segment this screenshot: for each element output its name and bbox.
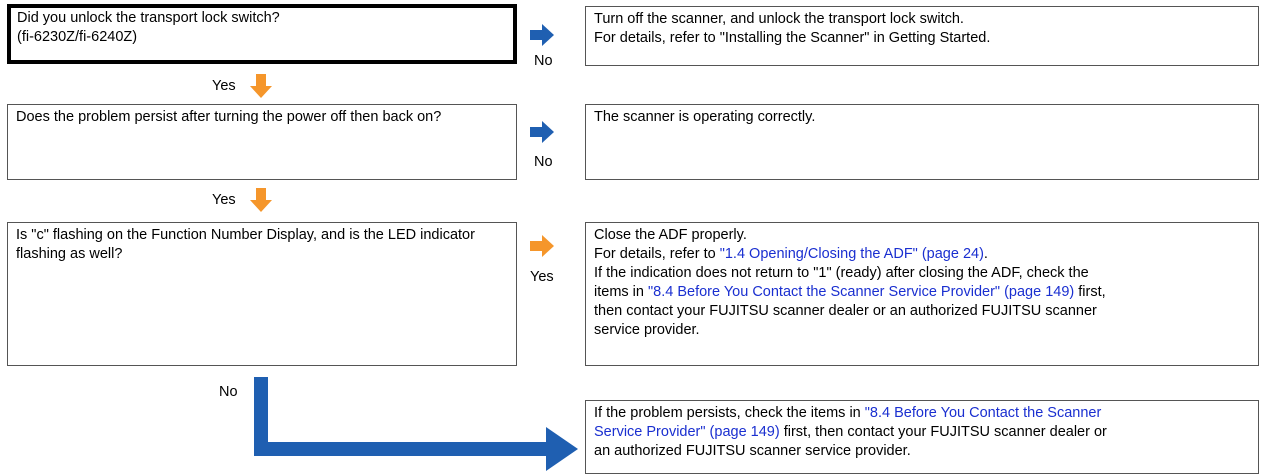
l-shaped-arrow [254, 377, 578, 471]
down-arrow-icon [250, 188, 272, 212]
before-you-contact-link[interactable]: "8.4 Before You Contact the Scanner Serv… [648, 284, 1075, 300]
answer-3-no-line-2: Service Provider" (page 149) first, then… [594, 423, 1250, 442]
no-label: No [219, 384, 238, 400]
no-label: No [534, 53, 553, 69]
answer-3-line-2-prefix: For details, refer to [594, 246, 720, 262]
before-you-contact-link[interactable]: "8.4 Before You Contact the Scanner [864, 405, 1102, 421]
answer-3-line-2: For details, refer to "1.4 Opening/Closi… [594, 245, 1250, 264]
answer-1-line-2: For details, refer to "Installing the Sc… [594, 30, 991, 46]
answer-3-line-4-suffix: first, [1074, 284, 1106, 300]
question-2-box: Does the problem persist after turning t… [7, 104, 517, 180]
right-arrow-icon [530, 235, 554, 257]
answer-3-no-box: If the problem persists, check the items… [585, 400, 1259, 474]
answer-3-line-2-suffix: . [983, 246, 988, 262]
answer-3-line-4: items in "8.4 Before You Contact the Sca… [594, 283, 1250, 302]
answer-3-line-3: If the indication does not return to "1"… [594, 265, 1089, 281]
yes-label: Yes [212, 78, 236, 94]
question-3-box: Is "c" flashing on the Function Number D… [7, 222, 517, 366]
answer-3-no-line-2-suffix: first, then contact your FUJITSU scanner… [779, 424, 1107, 440]
answer-3-line-1: Close the ADF properly. [594, 227, 747, 243]
answer-2-text: The scanner is operating correctly. [594, 109, 816, 125]
answer-3-no-line-1: If the problem persists, check the items… [594, 404, 1250, 423]
answer-3-no-line-3: an authorized FUJITSU scanner service pr… [594, 443, 911, 459]
answer-3-line-4-prefix: items in [594, 284, 648, 300]
question-2-text: Does the problem persist after turning t… [16, 109, 442, 125]
right-arrow-icon [530, 24, 554, 46]
answer-3-line-6: service provider. [594, 322, 700, 338]
answer-3-yes-box: Close the ADF properly. For details, ref… [585, 222, 1259, 366]
question-1-line-1: Did you unlock the transport lock switch… [17, 10, 280, 26]
yes-label: Yes [530, 269, 554, 285]
answer-3-no-line-1-prefix: If the problem persists, check the items… [594, 405, 865, 421]
answer-1-line-1: Turn off the scanner, and unlock the tra… [594, 11, 964, 27]
question-1-line-2: (fi-6230Z/fi-6240Z) [17, 29, 138, 45]
no-label: No [534, 154, 553, 170]
question-1-box: Did you unlock the transport lock switch… [7, 4, 517, 64]
answer-2-no-box: The scanner is operating correctly. [585, 104, 1259, 180]
yes-label: Yes [212, 192, 236, 208]
right-arrow-icon [530, 121, 554, 143]
answer-1-no-box: Turn off the scanner, and unlock the tra… [585, 6, 1259, 66]
down-arrow-icon [250, 74, 272, 98]
before-you-contact-link[interactable]: Service Provider" (page 149) [594, 424, 780, 440]
answer-3-line-5: then contact your FUJITSU scanner dealer… [594, 303, 1097, 319]
opening-closing-adf-link[interactable]: "1.4 Opening/Closing the ADF" (page 24) [719, 246, 984, 262]
question-3-text: Is "c" flashing on the Function Number D… [16, 227, 475, 262]
